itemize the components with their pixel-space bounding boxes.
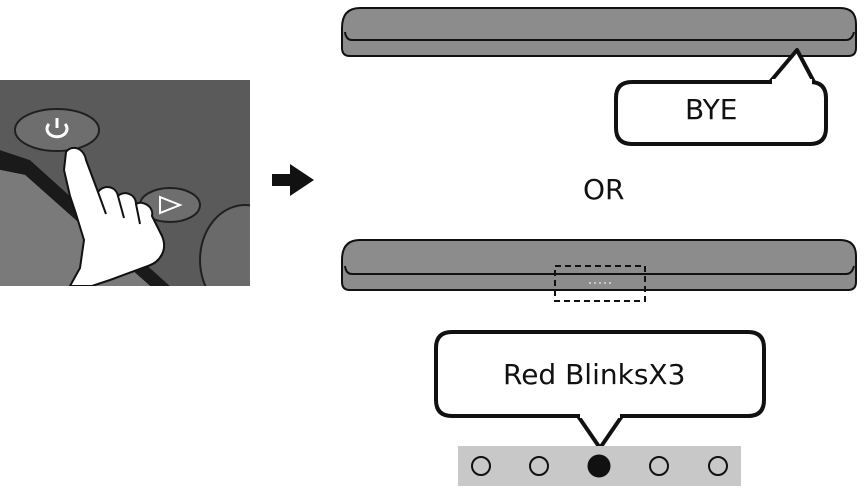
power-button[interactable] xyxy=(15,109,99,151)
remote-control-closeup xyxy=(0,80,290,315)
led-indicator-panel xyxy=(458,446,741,486)
or-separator-text: OR xyxy=(583,173,625,206)
led-indicator-3 xyxy=(588,455,610,477)
right-arrow-icon xyxy=(272,164,314,196)
led-status-text: Red BlinksX3 xyxy=(503,358,685,391)
bye-display-text: BYE xyxy=(685,93,737,126)
soundbar-top xyxy=(342,8,856,56)
